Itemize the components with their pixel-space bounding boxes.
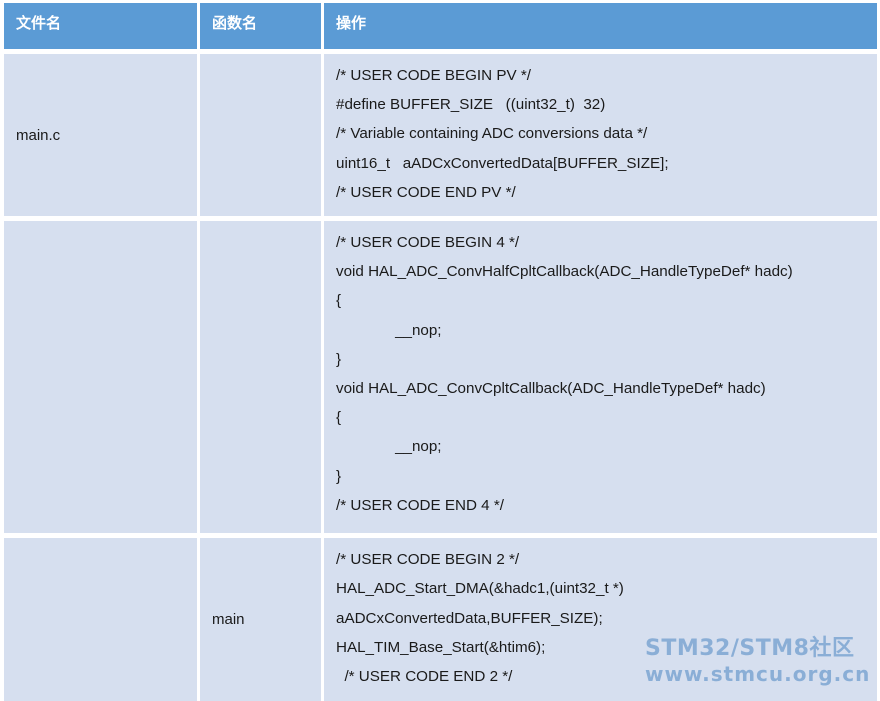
code-line: HAL_TIM_Base_Start(&htim6); bbox=[336, 638, 546, 656]
code-line: /* USER CODE BEGIN 2 */ bbox=[336, 551, 520, 568]
code-line: /* USER CODE BEGIN 4 */ bbox=[336, 234, 520, 251]
row3-function-name: main bbox=[212, 611, 245, 628]
row2-operation-cell: /* USER CODE BEGIN 4 */ void HAL_ADC_Con… bbox=[324, 221, 877, 533]
watermark-url: www.stmcu.org.cn bbox=[645, 662, 871, 686]
code-line: /* USER CODE END PV */ bbox=[336, 183, 516, 201]
row3-operation-cell: /* USER CODE BEGIN 2 */ HAL_ADC_Start_DM… bbox=[324, 538, 877, 701]
watermark: STM32/STM8社区 www.stmcu.org.cn bbox=[645, 636, 870, 686]
code-line: } bbox=[336, 467, 342, 485]
header-function-name: 函数名 bbox=[200, 3, 321, 49]
watermark-title: STM32/STM8社区 bbox=[645, 636, 855, 661]
code-line: { bbox=[336, 409, 342, 427]
code-line: /* USER CODE BEGIN PV */ bbox=[336, 67, 531, 84]
code-line: HAL_ADC_Start_DMA(&hadc1,(uint32_t *) bbox=[336, 580, 624, 598]
row3-file-cell bbox=[4, 538, 197, 701]
row1-operation-cell: /* USER CODE BEGIN PV */ #define BUFFER_… bbox=[324, 54, 877, 216]
code-line: aADCxConvertedData,BUFFER_SIZE); bbox=[336, 609, 603, 627]
header-operation: 操作 bbox=[324, 3, 877, 49]
code-line: /* USER CODE END 4 */ bbox=[336, 496, 504, 514]
code-line: } bbox=[336, 350, 342, 368]
row1-function-cell bbox=[200, 54, 321, 216]
row1-file-name: main.c bbox=[16, 126, 61, 144]
row3-function-cell: main bbox=[200, 538, 321, 701]
code-line: uint16_t aADCxConvertedData[BUFFER_SIZE]… bbox=[336, 154, 669, 172]
row2-file-cell bbox=[4, 221, 197, 533]
code-line: void HAL_ADC_ConvCpltCallback(ADC_Handle… bbox=[336, 379, 766, 397]
code-line: __nop; bbox=[336, 321, 442, 339]
code-line: { bbox=[336, 292, 342, 310]
code-line: /* Variable containing ADC conversions d… bbox=[336, 125, 648, 143]
code-line: #define BUFFER_SIZE ((uint32_t) 32) bbox=[336, 96, 606, 114]
code-line: /* USER CODE END 2 */ bbox=[336, 668, 513, 686]
row2-function-cell bbox=[200, 221, 321, 533]
code-table: 文件名 函数名 操作 main.c /* USER CODE BEGIN PV … bbox=[4, 3, 877, 701]
row1-file-cell: main.c bbox=[4, 54, 197, 216]
header-file-name: 文件名 bbox=[4, 3, 197, 49]
code-line: void HAL_ADC_ConvHalfCpltCallback(ADC_Ha… bbox=[336, 263, 793, 281]
code-line: __nop; bbox=[336, 438, 442, 456]
